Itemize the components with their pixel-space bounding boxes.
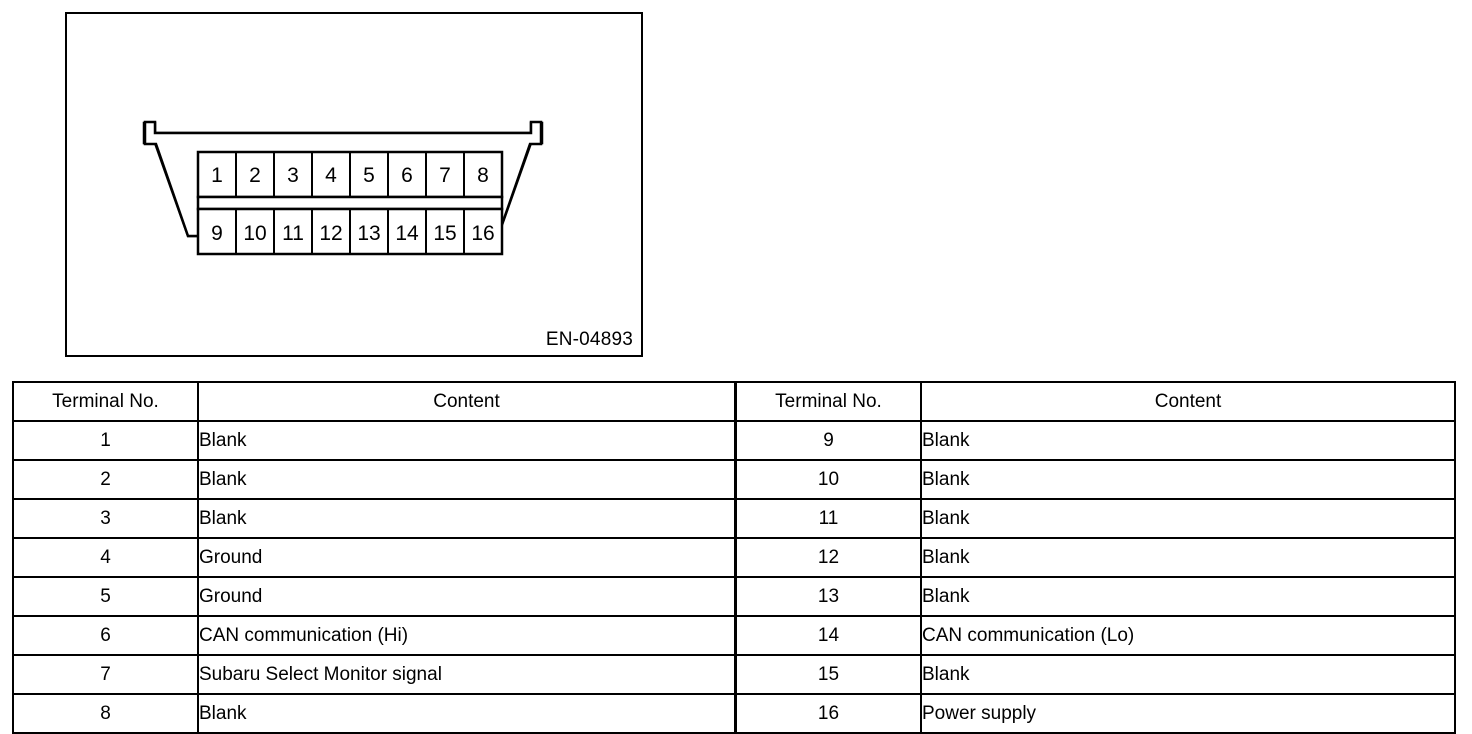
table-row: 10 Blank [735,459,1456,500]
table-row: 5 Ground [12,576,736,617]
cell-content: Blank [920,459,1456,500]
table-header-row: Terminal No. Content [12,381,736,422]
pin-label-12: 12 [319,222,342,245]
cell-content: Ground [197,537,736,578]
pin-row-separator [196,195,504,211]
cell-terminal-no: 5 [12,576,199,617]
cell-content: Blank [920,420,1456,461]
pin-label-16: 16 [471,222,494,245]
figure-id-label: EN-04893 [545,329,633,350]
header-content: Content [197,381,736,422]
pin-label-14: 14 [395,222,419,245]
cell-terminal-no: 12 [735,537,922,578]
pin-row-bottom: 9 10 11 12 13 14 15 16 [196,207,504,256]
cell-terminal-no: 8 [12,693,199,734]
pin-label-4: 4 [325,164,337,187]
obd-connector-diagram: 1 2 3 4 5 6 7 8 9 10 11 12 13 14 [142,120,544,256]
cell-content: CAN communication (Hi) [197,615,736,656]
cell-content: CAN communication (Lo) [920,615,1456,656]
pin-label-10: 10 [243,222,266,245]
cell-terminal-no: 15 [735,654,922,695]
cell-content: Blank [920,537,1456,578]
pin-label-3: 3 [287,164,299,187]
table-row: 1 Blank [12,420,736,461]
table-row: 13 Blank [735,576,1456,617]
pin-label-13: 13 [357,222,380,245]
pin-row-top: 1 2 3 4 5 6 7 8 [196,150,504,199]
cell-terminal-no: 3 [12,498,199,539]
table-row: 3 Blank [12,498,736,539]
pin-label-1: 1 [211,164,223,187]
cell-terminal-no: 4 [12,537,199,578]
cell-terminal-no: 10 [735,459,922,500]
terminal-table-right: Terminal No. Content 9 Blank 10 Blank 11… [735,381,1456,734]
cell-content: Blank [197,420,736,461]
cell-terminal-no: 16 [735,693,922,734]
cell-content: Blank [197,459,736,500]
pin-label-15: 15 [433,222,456,245]
cell-content: Blank [920,654,1456,695]
cell-terminal-no: 14 [735,615,922,656]
table-row: 2 Blank [12,459,736,500]
table-row: 11 Blank [735,498,1456,539]
table-row: 12 Blank [735,537,1456,578]
table-row: 4 Ground [12,537,736,578]
pin-label-2: 2 [249,164,261,187]
cell-terminal-no: 9 [735,420,922,461]
pin-label-5: 5 [363,164,375,187]
table-row: 15 Blank [735,654,1456,695]
table-header-row: Terminal No. Content [735,381,1456,422]
pin-label-8: 8 [477,164,489,187]
header-terminal-no: Terminal No. [12,381,199,422]
table-row: 6 CAN communication (Hi) [12,615,736,656]
terminal-table-left: Terminal No. Content 1 Blank 2 Blank 3 B… [12,381,736,734]
table-row: 7 Subaru Select Monitor signal [12,654,736,695]
cell-content: Blank [920,576,1456,617]
header-terminal-no: Terminal No. [735,381,922,422]
table-row: 14 CAN communication (Lo) [735,615,1456,656]
cell-terminal-no: 6 [12,615,199,656]
cell-content: Subaru Select Monitor signal [197,654,736,695]
cell-terminal-no: 11 [735,498,922,539]
cell-terminal-no: 2 [12,459,199,500]
pin-label-7: 7 [439,164,451,187]
cell-terminal-no: 13 [735,576,922,617]
pin-label-6: 6 [401,164,413,187]
cell-content: Blank [197,693,736,734]
connector-figure-panel: 1 2 3 4 5 6 7 8 9 10 11 12 13 14 [65,12,643,357]
table-row: 16 Power supply [735,693,1456,734]
table-row: 9 Blank [735,420,1456,461]
cell-terminal-no: 1 [12,420,199,461]
cell-terminal-no: 7 [12,654,199,695]
cell-content: Ground [197,576,736,617]
cell-content: Blank [197,498,736,539]
pin-label-9: 9 [211,222,223,245]
table-row: 8 Blank [12,693,736,734]
pin-label-11: 11 [282,222,304,245]
cell-content: Blank [920,498,1456,539]
cell-content: Power supply [920,693,1456,734]
header-content: Content [920,381,1456,422]
